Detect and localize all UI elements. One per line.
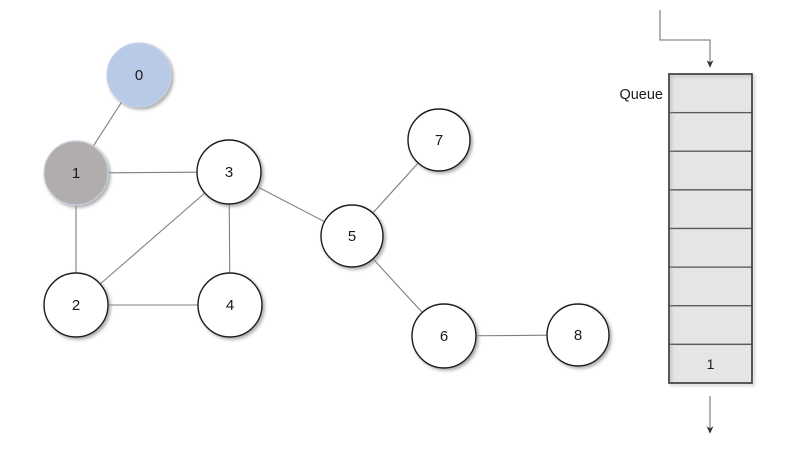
node-circle-1[interactable] [43,140,109,206]
node-circle-3[interactable] [196,139,262,205]
queue-cell-1[interactable] [668,111,753,152]
graph-edge-1-3 [107,171,198,174]
queue-group: 1 Queue [619,10,753,434]
graph-node-8[interactable]: 8 [546,303,610,367]
queue-cell-7[interactable] [668,343,753,384]
graph-node-layer: 0 1 2 3 456 7 8 [43,42,610,369]
graph-edge-5-7 [372,162,419,214]
graph-node-4[interactable]: 4 [197,272,263,338]
node-circle-8[interactable] [546,303,610,367]
graph-node-0[interactable]: 0 [106,42,172,108]
graph-edge-2-3 [99,192,206,285]
enqueue-arrow [659,10,714,68]
queue-cell-3[interactable] [668,189,753,230]
graph-edge-5-6 [372,258,423,313]
queue-cells: 1 [668,73,753,384]
node-circle-7[interactable] [407,108,471,172]
graph-edge-6-8 [475,334,548,337]
graph-node-5[interactable]: 5 [320,204,384,268]
graph-node-3[interactable]: 3 [196,139,262,205]
graph-edge-3-4 [228,203,231,274]
node-circle-4[interactable] [197,272,263,338]
queue-cell-0[interactable] [668,73,753,114]
graph-node-6[interactable]: 6 [411,303,477,369]
node-circle-5[interactable] [320,204,384,268]
queue-cell-6[interactable] [668,305,753,346]
queue-cell-2[interactable] [668,150,753,191]
node-circle-6[interactable] [411,303,477,369]
queue-label: Queue [619,87,663,103]
queue-cell-5[interactable] [668,266,753,307]
graph-edge-3-5 [257,186,325,223]
graph-edge-0-1 [92,101,123,147]
graph-node-7[interactable]: 7 [407,108,471,172]
queue-outline [668,73,753,384]
graph-edge-layer [75,101,548,337]
graph-node-1[interactable]: 1 [43,140,109,206]
node-circle-2[interactable] [43,272,109,338]
node-circle-0[interactable] [106,42,172,108]
graph-node-2[interactable]: 2 [43,272,109,338]
queue-cell-4[interactable] [668,227,753,268]
